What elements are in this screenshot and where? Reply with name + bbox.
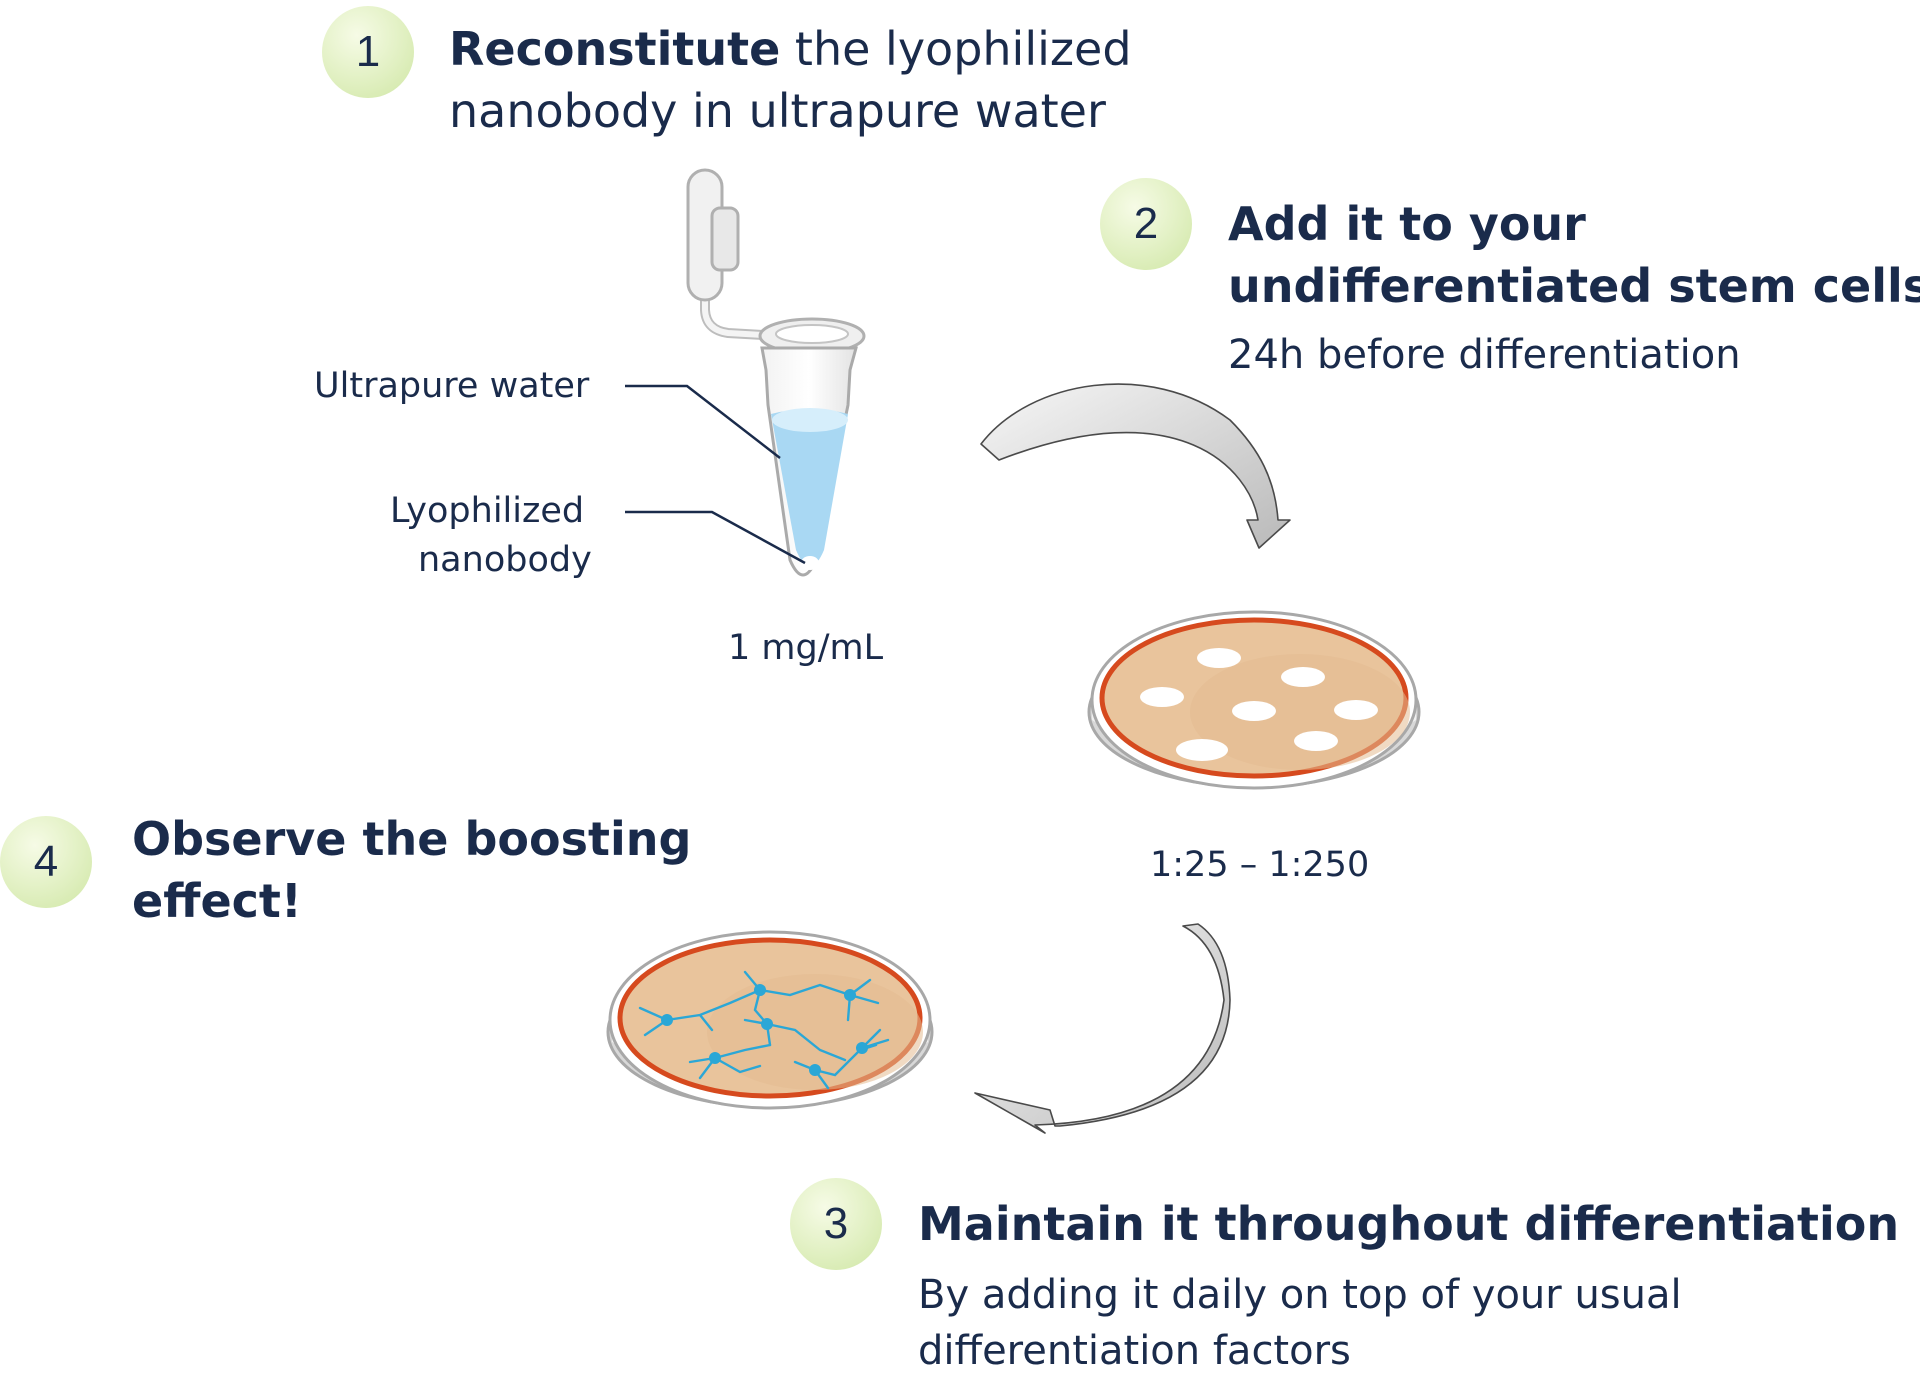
step-3-title: Maintain it throughout differentiation xyxy=(918,1197,1900,1251)
step-4-badge: 4 xyxy=(0,816,92,908)
arrow-2-to-3 xyxy=(974,923,1231,1134)
step-2-title-line1: Add it to your xyxy=(1228,197,1586,251)
step-4-title-line2: effect! xyxy=(132,874,302,928)
water-leader-line xyxy=(625,384,781,459)
step-4-number: 4 xyxy=(33,837,59,886)
powder-label-line1: Lyophilized xyxy=(390,491,585,531)
concentration-label: 1 mg/mL xyxy=(728,628,884,668)
step-3-subtitle-line2: differentiation factors xyxy=(918,1328,1351,1374)
step-1-badge: 1 xyxy=(322,6,414,98)
step-4-text: Observe the boosting effect! xyxy=(132,808,691,932)
step-1-title-rest: the lyophilized xyxy=(780,22,1132,76)
step-1-title-line2: nanobody in ultrapure water xyxy=(449,84,1106,138)
step-1-keyword: Reconstitute xyxy=(449,22,781,76)
step-2-subtitle: 24h before differentiation xyxy=(1228,332,1741,378)
step-2-badge: 2 xyxy=(1100,178,1192,270)
microtube-icon xyxy=(686,168,866,577)
petri-dish-neurons-icon xyxy=(606,930,934,1110)
step-1-number: 1 xyxy=(355,27,381,76)
step-2-title-line2: undifferentiated stem cells xyxy=(1228,259,1920,313)
step-2-text: Add it to your undifferentiated stem cel… xyxy=(1228,193,1920,383)
step-2-number: 2 xyxy=(1133,199,1159,248)
water-label: Ultrapure water xyxy=(314,366,590,406)
arrow-1-to-2 xyxy=(980,383,1291,549)
powder-leader-line xyxy=(625,510,806,565)
powder-label-line2: nanobody xyxy=(418,540,592,580)
petri-dish-colonies-icon xyxy=(1087,610,1421,790)
step-4-title-line1: Observe the boosting xyxy=(132,812,692,866)
dilution-label: 1:25 – 1:250 xyxy=(1150,845,1370,885)
step-3-badge: 3 xyxy=(790,1178,882,1270)
step-3-subtitle-line1: By adding it daily on top of your usual xyxy=(918,1272,1682,1318)
step-3-number: 3 xyxy=(823,1199,849,1248)
step-1-text: Reconstitute the lyophilized nanobody in… xyxy=(449,18,1132,142)
step-3-text: Maintain it throughout differentiation B… xyxy=(918,1193,1899,1379)
